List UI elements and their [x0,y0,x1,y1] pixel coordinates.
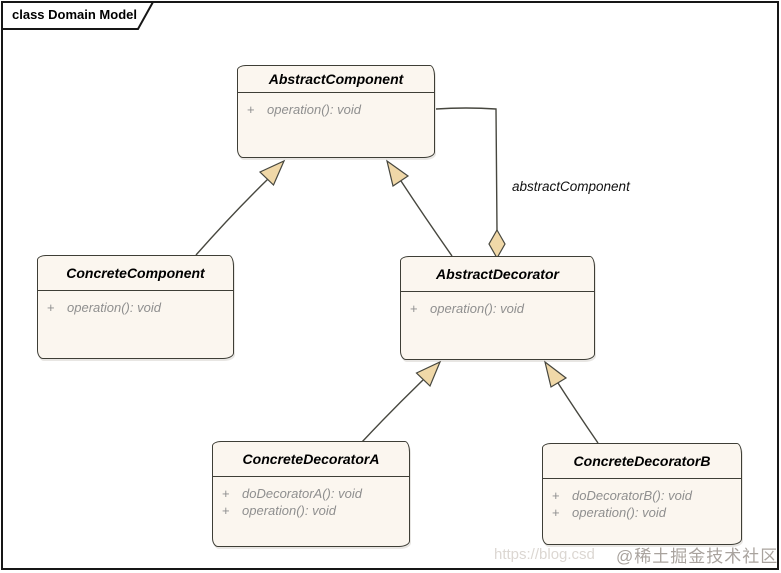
operation-signature: operation(): void [242,503,336,518]
operations-compartment: + operation(): void [38,291,233,316]
operation-row: + operation(): void [222,502,399,519]
class-box-abstract-decorator[interactable]: AbstractDecorator + operation(): void [400,256,595,360]
operation-signature: operation(): void [430,301,524,316]
operation-signature: operation(): void [572,505,666,520]
class-box-concrete-decorator-a[interactable]: ConcreteDecoratorA + doDecoratorA(): voi… [212,441,410,547]
operation-signature: doDecoratorA(): void [242,486,362,501]
class-title: ConcreteComponent [38,256,233,291]
generalization-concretecomponent-abstractcomponent[interactable] [195,159,286,256]
operations-compartment: + doDecoratorA(): void + operation(): vo… [213,477,409,519]
frame-tab-shape [1,1,155,30]
frame-tab [1,1,155,30]
class-box-abstract-component[interactable]: AbstractComponent + operation(): void [237,65,435,158]
class-title: ConcreteDecoratorA [213,442,409,477]
operations-compartment: + operation(): void [401,292,594,317]
class-title: AbstractComponent [238,66,434,93]
operation-signature: operation(): void [67,300,161,315]
visibility-marker: + [222,503,230,518]
operation-row: + operation(): void [47,299,223,316]
hollow-triangle-arrow-icon [258,159,286,187]
watermark-url: https://blog.csd [494,546,595,563]
frame-tab-label: class Domain Model [12,7,137,22]
visibility-marker: + [47,300,55,315]
operation-row: + doDecoratorB(): void [552,487,731,504]
visibility-marker: + [247,102,255,117]
class-box-concrete-component[interactable]: ConcreteComponent + operation(): void [37,255,234,359]
visibility-marker: + [552,488,560,503]
aggregation-abstractdecorator-abstractcomponent[interactable] [435,107,506,260]
aggregation-diamond-icon [488,228,506,260]
generalization-concretedecoratorb-abstractdecorator[interactable] [544,360,599,444]
class-box-concrete-decorator-b[interactable]: ConcreteDecoratorB + doDecoratorB(): voi… [542,443,742,545]
hollow-triangle-arrow-icon [415,360,442,388]
operation-signature: operation(): void [267,102,361,117]
hollow-triangle-arrow-icon [386,159,410,187]
operation-row: + operation(): void [552,504,731,521]
visibility-marker: + [222,486,230,501]
operation-row: + operation(): void [247,101,424,118]
operation-row: + operation(): void [410,300,584,317]
watermark-badge: @稀土掘金技术社区 [616,547,779,566]
operations-compartment: + operation(): void [238,93,434,118]
operation-row: + doDecoratorA(): void [222,485,399,502]
class-title: ConcreteDecoratorB [543,444,741,479]
hollow-triangle-arrow-icon [544,360,568,388]
operations-compartment: + doDecoratorB(): void + operation(): vo… [543,479,741,521]
aggregation-role-label: abstractComponent [512,179,630,194]
visibility-marker: + [552,505,560,520]
class-title: AbstractDecorator [401,257,594,292]
generalization-concretedecoratora-abstractdecorator[interactable] [361,360,442,443]
operation-signature: doDecoratorB(): void [572,488,692,503]
generalization-abstractdecorator-abstractcomponent[interactable] [386,159,453,257]
visibility-marker: + [410,301,418,316]
